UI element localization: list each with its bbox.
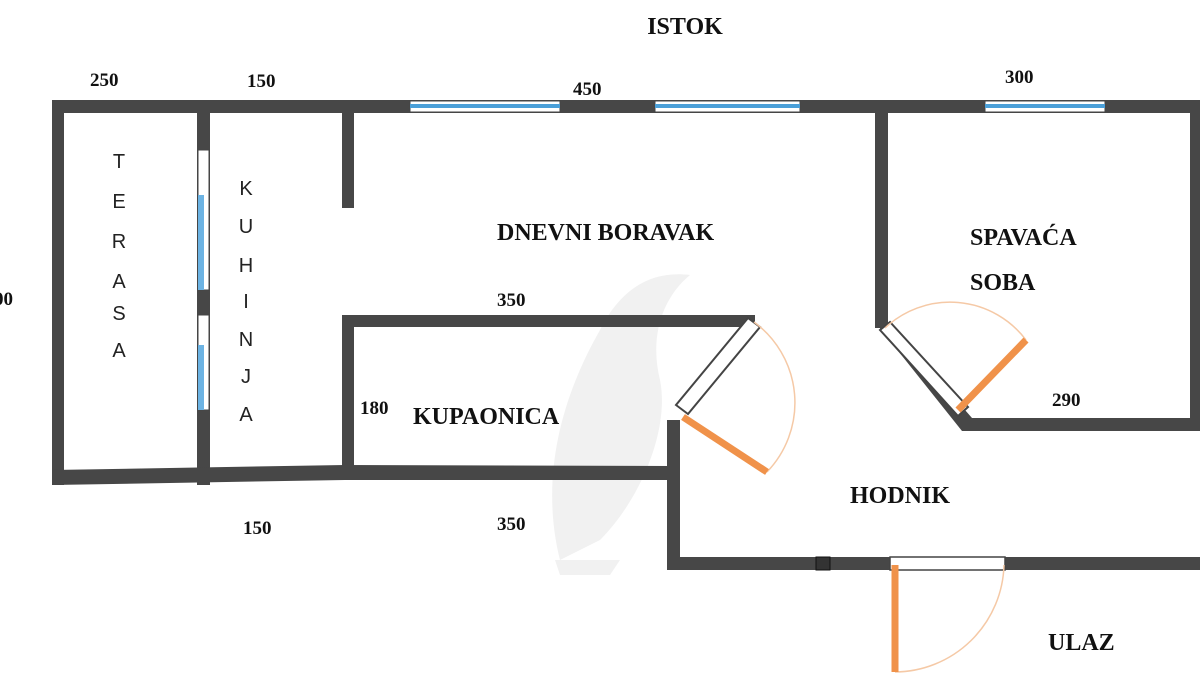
spavaca-label-2: SOBA	[970, 270, 1036, 296]
dim-top-spavaca: 300	[1005, 67, 1034, 88]
kuhinja-letter: H	[239, 255, 253, 277]
dim-bottom-kuhinja: 150	[243, 518, 272, 539]
spavaca-door	[955, 337, 1029, 413]
kuhinja-label: K U H I N J A	[239, 178, 254, 426]
kuhinja-letter: K	[239, 178, 253, 200]
terasa-letter: A	[112, 340, 126, 362]
terasa-label: T E R A S A	[112, 151, 127, 362]
kuhinja-letter: A	[239, 404, 253, 426]
terasa-letter: T	[113, 151, 125, 173]
watermark-logo	[552, 274, 690, 575]
windows	[197, 100, 1106, 411]
orientation-label: ISTOK	[647, 14, 723, 40]
dim-bottom-kupaonica: 350	[497, 514, 526, 535]
dim-top-dnevni: 450	[573, 79, 602, 100]
dim-kupaonica-top: 350	[497, 290, 526, 311]
dim-spavaca-bottom: 290	[1052, 390, 1081, 411]
terasa-letter: S	[112, 303, 125, 325]
dnevni-boravak-label: DNEVNI BORAVAK	[497, 220, 714, 246]
kupaonica-label: KUPAONICA	[413, 404, 560, 430]
ulaz-label: ULAZ	[1048, 630, 1115, 656]
hodnik-label: HODNIK	[850, 483, 950, 509]
kuhinja-letter: N	[239, 329, 253, 351]
door-openings	[674, 316, 1006, 571]
dim-left-height: 00	[0, 289, 13, 310]
kupaonica-door	[681, 414, 769, 475]
kuhinja-letter: U	[239, 216, 253, 238]
dim-top-terasa: 250	[90, 70, 119, 91]
dim-top-kuhinja: 150	[247, 71, 276, 92]
doors	[681, 301, 1029, 673]
spavaca-label-1: SPAVAĆA	[970, 224, 1077, 251]
terasa-letter: A	[112, 271, 126, 293]
dim-kupaonica-side: 180	[360, 398, 389, 419]
kuhinja-letter: J	[241, 366, 251, 388]
terasa-letter: E	[112, 191, 125, 213]
terasa-letter: R	[112, 231, 126, 253]
kuhinja-letter: I	[243, 291, 249, 313]
